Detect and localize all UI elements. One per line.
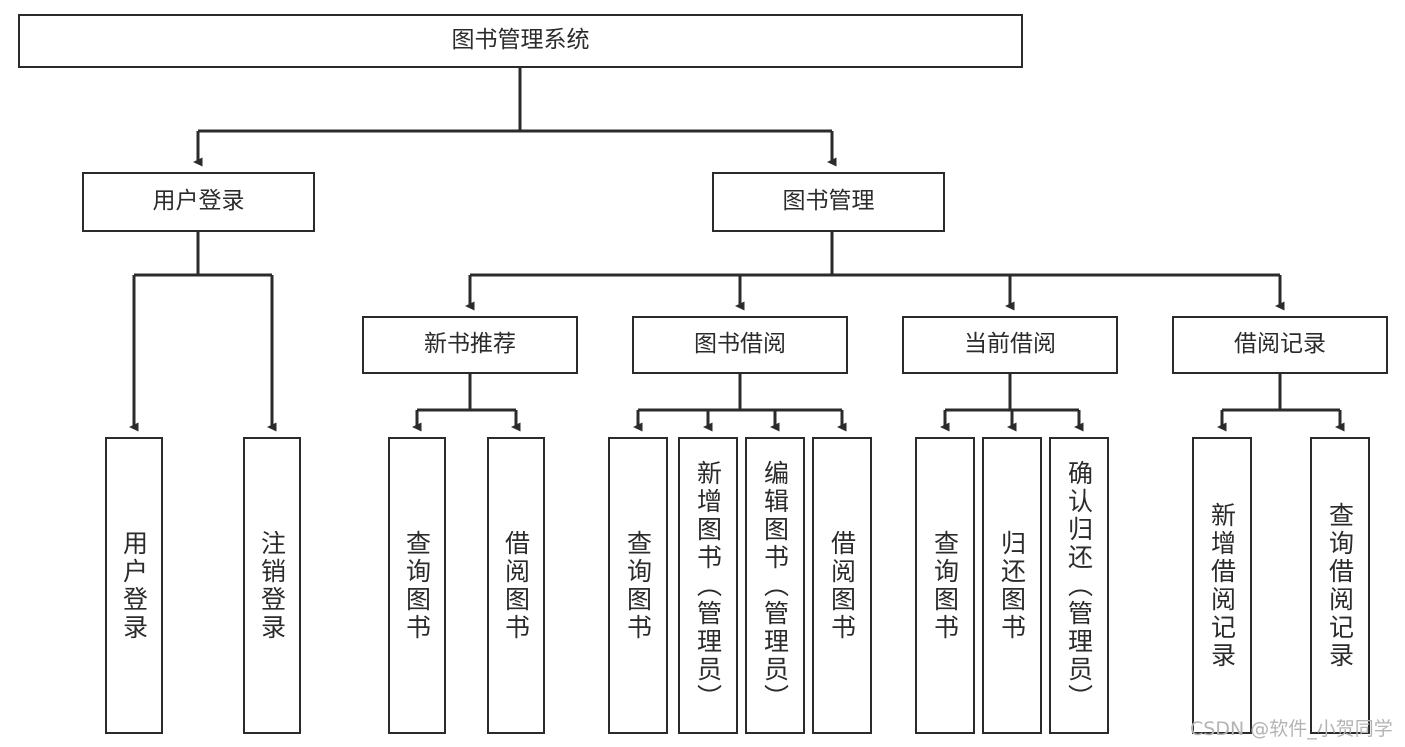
node-new-book-recommend-label: 新书推荐 <box>424 331 516 358</box>
node-book-borrow[interactable]: 图书借阅 <box>632 316 848 374</box>
node-book-management-label: 图书管理 <box>782 188 875 215</box>
node-root[interactable]: 图书管理系统 <box>18 14 1023 68</box>
node-leaf-query-record[interactable]: 查询借阅记录 <box>1310 437 1370 734</box>
node-leaf-add-book[interactable]: 新增图书（管理员） <box>678 437 738 734</box>
node-leaf-confirm-return-label: 确认归还（管理员） <box>1064 459 1094 712</box>
node-borrow-record[interactable]: 借阅记录 <box>1172 316 1388 374</box>
node-leaf-borrow-book-2[interactable]: 借阅图书 <box>812 437 872 734</box>
node-book-borrow-label: 图书借阅 <box>694 331 786 358</box>
node-leaf-edit-book[interactable]: 编辑图书（管理员） <box>745 437 805 734</box>
node-current-borrow-label: 当前借阅 <box>964 331 1056 358</box>
node-leaf-query-record-label: 查询借阅记录 <box>1325 501 1355 670</box>
node-leaf-borrow-book-1[interactable]: 借阅图书 <box>487 437 545 734</box>
node-leaf-logout[interactable]: 注销登录 <box>243 437 301 734</box>
node-leaf-return-book-label: 归还图书 <box>997 529 1027 642</box>
node-leaf-borrow-book-2-label: 借阅图书 <box>827 529 857 642</box>
node-leaf-add-record[interactable]: 新增借阅记录 <box>1192 437 1252 734</box>
node-leaf-edit-book-label: 编辑图书（管理员） <box>760 459 790 712</box>
node-leaf-query-book-1[interactable]: 查询图书 <box>388 437 446 734</box>
node-leaf-add-book-label: 新增图书（管理员） <box>693 459 723 712</box>
node-leaf-query-book-1-label: 查询图书 <box>402 529 432 642</box>
node-leaf-add-record-label: 新增借阅记录 <box>1207 501 1237 670</box>
node-leaf-user-login-label: 用户登录 <box>119 529 149 642</box>
node-leaf-query-book-3-label: 查询图书 <box>930 529 960 642</box>
node-borrow-record-label: 借阅记录 <box>1234 331 1326 358</box>
node-current-borrow[interactable]: 当前借阅 <box>902 316 1118 374</box>
node-leaf-query-book-2[interactable]: 查询图书 <box>608 437 668 734</box>
node-user-login[interactable]: 用户登录 <box>82 172 315 232</box>
node-leaf-query-book-2-label: 查询图书 <box>623 529 653 642</box>
node-leaf-confirm-return[interactable]: 确认归还（管理员） <box>1049 437 1109 734</box>
node-leaf-user-login[interactable]: 用户登录 <box>105 437 163 734</box>
node-book-management[interactable]: 图书管理 <box>712 172 945 232</box>
node-root-label: 图书管理系统 <box>451 27 590 54</box>
node-leaf-return-book[interactable]: 归还图书 <box>982 437 1042 734</box>
node-new-book-recommend[interactable]: 新书推荐 <box>362 316 578 374</box>
watermark-text: CSDN @软件_小贺同学 <box>1190 718 1393 740</box>
node-user-login-label: 用户登录 <box>152 188 245 215</box>
node-leaf-borrow-book-1-label: 借阅图书 <box>501 529 531 642</box>
node-leaf-logout-label: 注销登录 <box>257 529 287 642</box>
node-leaf-query-book-3[interactable]: 查询图书 <box>915 437 975 734</box>
